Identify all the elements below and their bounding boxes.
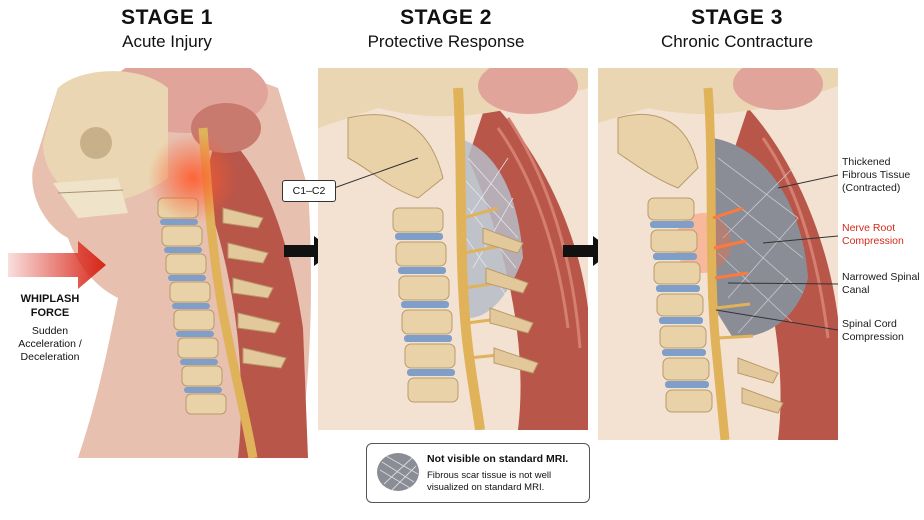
whiplash-force-arrow-icon [8, 241, 108, 289]
stage-2-title: STAGE 2 Protective Response [326, 6, 566, 52]
stage-1-heading: STAGE 1 [47, 6, 287, 30]
nerve-root-compression-label: Nerve Root Compression [842, 222, 924, 248]
whiplash-force-description: Sudden Acceleration / Deceleration [6, 325, 94, 364]
stage-2-illustration [318, 68, 588, 430]
scar-tissue-texture-icon [376, 452, 420, 492]
stage-2-subtitle: Protective Response [326, 32, 566, 52]
stage-3-title: STAGE 3 Chronic Contracture [617, 6, 857, 52]
whiplash-force-label: WHIPLASH FORCE [6, 292, 94, 320]
stage-3-heading: STAGE 3 [617, 6, 857, 30]
stage-3-illustration [598, 68, 838, 440]
narrowed-spinal-canal-label: Narrowed Spinal Canal [842, 271, 924, 297]
stage-2-heading: STAGE 2 [326, 6, 566, 30]
mri-note-text: Fibrous scar tissue is not well visualiz… [427, 470, 583, 494]
stage-1-subtitle: Acute Injury [47, 32, 287, 52]
spinal-cord-compression-label: Spinal Cord Compression [842, 318, 924, 344]
mri-note-title: Not visible on standard MRI. [427, 453, 568, 465]
stage-1-title: STAGE 1 Acute Injury [47, 6, 287, 52]
mri-note-box: Not visible on standard MRI. Fibrous sca… [366, 443, 590, 503]
c1-c2-callout: C1–C2 [282, 180, 336, 202]
stage-3-subtitle: Chronic Contracture [617, 32, 857, 52]
thickened-fibrous-tissue-label: Thickened Fibrous Tissue (Contracted) [842, 156, 924, 195]
